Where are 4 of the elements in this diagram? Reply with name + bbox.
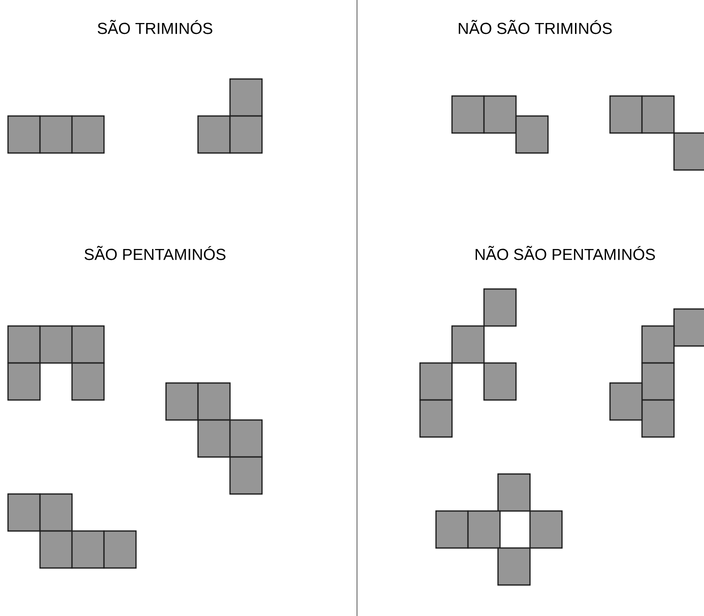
- heading: NÃO SÃO PENTAMINÓS: [476, 246, 655, 260]
- heading: SÃO PENTAMINÓS: [84, 246, 226, 260]
- heading: NÃO SÃO TRIMINÓS: [458, 20, 612, 34]
- heading: SÃO TRIMINÓS: [98, 20, 212, 34]
